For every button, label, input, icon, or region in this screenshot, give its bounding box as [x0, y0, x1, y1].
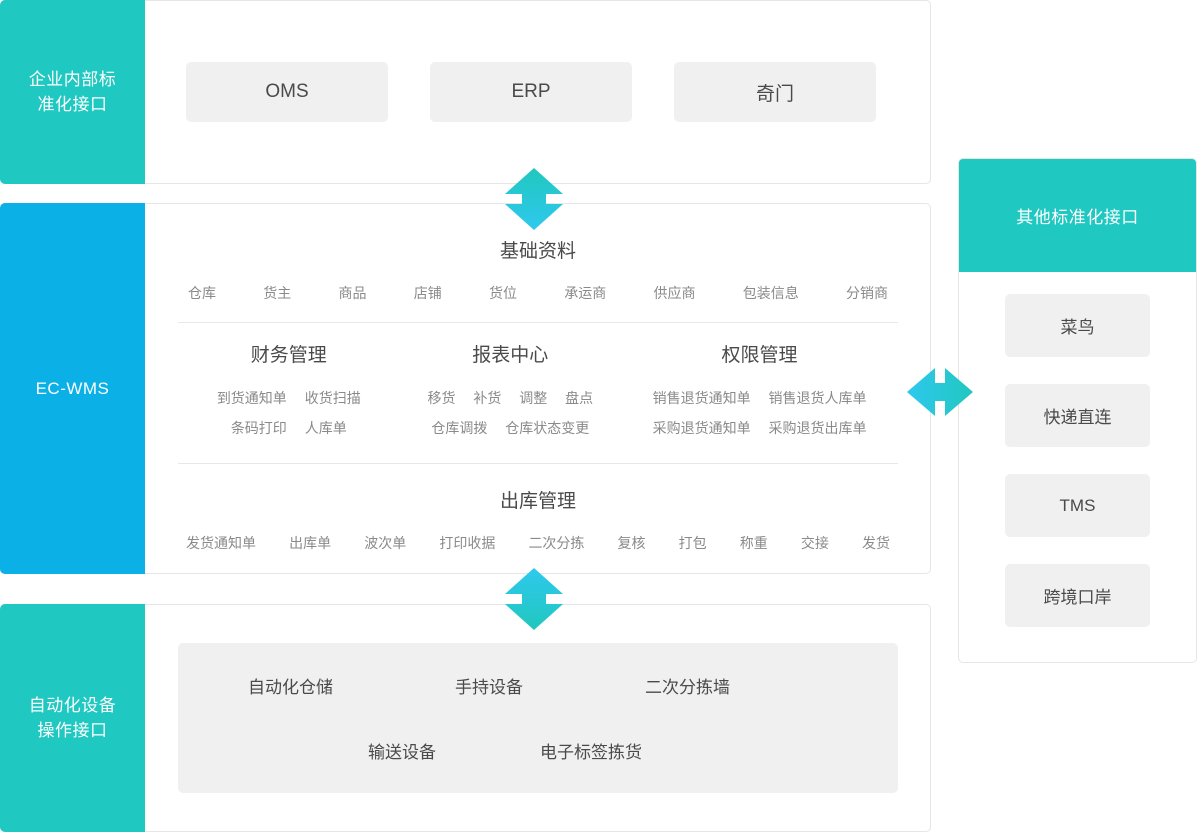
double-arrow-horizontal-icon: [907, 368, 973, 416]
divider-top: [178, 322, 898, 323]
layer-panel-bottom: 自动化设备 操作接口 自动化仓储 手持设备 二次分拣墙 输送设备 电子标签拣货: [0, 604, 931, 832]
bottom-body: 自动化仓储 手持设备 二次分拣墙 输送设备 电子标签拣货: [146, 605, 930, 831]
basic-item-3[interactable]: 店铺: [413, 285, 442, 301]
device-item-3[interactable]: 输送设备: [368, 743, 436, 762]
report-item-1[interactable]: 补货: [473, 390, 502, 406]
sidebar-header: 其他标准化接口: [959, 159, 1196, 272]
sidebar-panel: 其他标准化接口 菜鸟 快递直连 TMS 跨境口岸: [958, 158, 1197, 663]
basic-item-1[interactable]: 货主: [263, 285, 292, 301]
permission-row-2: 采购退货通知单 采购退货出库单: [621, 413, 898, 443]
tile-erp-label: ERP: [511, 81, 551, 102]
outbound-item-5[interactable]: 复核: [617, 535, 646, 551]
basic-items-row: 仓库 货主 商品 店铺 货位 承运商 供应商 包装信息 分销商: [178, 283, 898, 303]
module-columns: 财务管理 到货通知单 收货扫描 条码打印 人库单 报表中心 移货 补货: [178, 340, 898, 443]
module-column-permission: 权限管理 销售退货通知单 销售退货人库单 采购退货通知单 采购退货出库单: [621, 340, 898, 443]
finance-item-3[interactable]: 人库单: [304, 420, 347, 436]
layer-label-ec-wms-text: EC-WMS: [35, 379, 110, 398]
top-tile-row: OMS ERP 奇门: [146, 1, 930, 183]
double-arrow-vertical-icon: [505, 168, 563, 230]
outbound-item-2[interactable]: 波次单: [364, 535, 407, 551]
permission-item-1[interactable]: 销售退货人库单: [768, 390, 867, 406]
tile-erp[interactable]: ERP: [430, 62, 632, 122]
module-column-finance: 财务管理 到货通知单 收货扫描 条码打印 人库单: [178, 340, 400, 443]
device-item-2[interactable]: 二次分拣墙: [645, 678, 730, 697]
basic-item-7[interactable]: 包装信息: [742, 285, 799, 301]
group-title-outbound: 出库管理: [499, 491, 576, 512]
outbound-item-3[interactable]: 打印收据: [439, 535, 496, 551]
device-item-0[interactable]: 自动化仓储: [248, 678, 333, 697]
outbound-items-row: 发货通知单 出库单 波次单 打印收据 二次分拣 复核 打包 称重 交接 发货: [178, 533, 898, 553]
group-title-finance: 财务管理: [250, 345, 327, 366]
layer-label-top: 企业内部标 准化接口: [0, 0, 145, 184]
group-title-report: 报表中心: [472, 345, 549, 366]
device-row-2: 输送设备 电子标签拣货: [238, 738, 838, 763]
group-title-basic: 基础资料: [499, 241, 576, 262]
layer-label-bottom-line1: 自动化设备: [28, 696, 117, 715]
basic-item-2[interactable]: 商品: [338, 285, 367, 301]
permission-item-0[interactable]: 销售退货通知单: [652, 390, 751, 406]
layer-panel-top: 企业内部标 准化接口 OMS ERP 奇门: [0, 0, 931, 184]
device-item-4[interactable]: 电子标签拣货: [540, 743, 642, 762]
finance-item-0[interactable]: 到货通知单: [216, 390, 287, 406]
basic-item-0[interactable]: 仓库: [188, 285, 216, 301]
device-row-1: 自动化仓储 手持设备 二次分拣墙: [238, 673, 838, 698]
tile-qimen-label: 奇门: [755, 83, 794, 105]
sidebar-item-express-direct[interactable]: 快递直连: [1005, 384, 1150, 447]
device-item-1[interactable]: 手持设备: [455, 678, 523, 697]
permission-row-1: 销售退货通知单 销售退货人库单: [621, 383, 898, 413]
divider-bottom: [178, 463, 898, 464]
outbound-item-8[interactable]: 交接: [800, 535, 829, 551]
outbound-item-1[interactable]: 出库单: [289, 535, 332, 551]
tile-qimen[interactable]: 奇门: [674, 62, 876, 122]
outbound-item-9[interactable]: 发货: [861, 535, 890, 551]
tile-oms-label: OMS: [265, 81, 309, 102]
report-item-0[interactable]: 移货: [427, 390, 456, 406]
outbound-item-0[interactable]: 发货通知单: [186, 535, 256, 551]
sidebar-item-cainiao[interactable]: 菜鸟: [1005, 294, 1150, 357]
sidebar-item-cross-border-port[interactable]: 跨境口岸: [1005, 564, 1150, 627]
layer-label-bottom-line2: 操作接口: [37, 721, 108, 740]
sidebar-item-cainiao-label: 菜鸟: [1060, 318, 1095, 337]
finance-row-1: 到货通知单 收货扫描: [178, 383, 400, 413]
outbound-item-7[interactable]: 称重: [739, 535, 768, 551]
sidebar-title: 其他标准化接口: [1016, 208, 1139, 227]
layer-label-top-line2: 准化接口: [37, 95, 108, 114]
report-item-2[interactable]: 调整: [519, 390, 548, 406]
finance-row-2: 条码打印 人库单: [178, 413, 400, 443]
layer-label-ec-wms: EC-WMS: [0, 203, 145, 574]
group-title-permission: 权限管理: [721, 345, 798, 366]
permission-item-3[interactable]: 采购退货出库单: [768, 420, 867, 436]
basic-item-8[interactable]: 分销商: [846, 285, 888, 301]
sidebar-list: 菜鸟 快递直连 TMS 跨境口岸: [959, 272, 1196, 627]
outbound-item-4[interactable]: 二次分拣: [528, 535, 585, 551]
tile-oms[interactable]: OMS: [186, 62, 388, 122]
basic-item-5[interactable]: 承运商: [564, 285, 607, 301]
report-item-3[interactable]: 盘点: [565, 390, 594, 406]
basic-item-4[interactable]: 货位: [489, 285, 517, 301]
sidebar-item-express-direct-label: 快递直连: [1043, 408, 1112, 427]
sidebar-item-tms[interactable]: TMS: [1005, 474, 1150, 537]
layer-label-top-line1: 企业内部标: [28, 70, 117, 89]
ec-wms-body: 基础资料 仓库 货主 商品 店铺 货位 承运商 供应商 包装信息 分销商 财务管…: [146, 204, 930, 573]
report-item-4[interactable]: 仓库调拨: [431, 420, 488, 436]
finance-item-2[interactable]: 条码打印: [230, 420, 287, 436]
module-column-report: 报表中心 移货 补货 调整 盘点 仓库调拨 仓库状态变更: [400, 340, 622, 443]
device-box: 自动化仓储 手持设备 二次分拣墙 输送设备 电子标签拣货: [178, 643, 898, 793]
permission-item-2[interactable]: 采购退货通知单: [652, 420, 751, 436]
report-item-5[interactable]: 仓库状态变更: [505, 420, 590, 436]
finance-item-1[interactable]: 收货扫描: [304, 390, 361, 406]
layer-panel-middle: EC-WMS 基础资料 仓库 货主 商品 店铺 货位 承运商 供应商 包装信息 …: [0, 203, 931, 574]
outbound-item-6[interactable]: 打包: [678, 535, 707, 551]
sidebar-item-tms-label: TMS: [1059, 495, 1096, 515]
basic-item-6[interactable]: 供应商: [653, 285, 696, 301]
double-arrow-vertical-icon: [505, 568, 563, 630]
report-row-2: 仓库调拨 仓库状态变更: [400, 413, 622, 443]
layer-label-bottom: 自动化设备 操作接口: [0, 604, 145, 832]
report-row-1: 移货 补货 调整 盘点: [400, 383, 622, 413]
sidebar-item-cross-border-port-label: 跨境口岸: [1043, 588, 1112, 607]
